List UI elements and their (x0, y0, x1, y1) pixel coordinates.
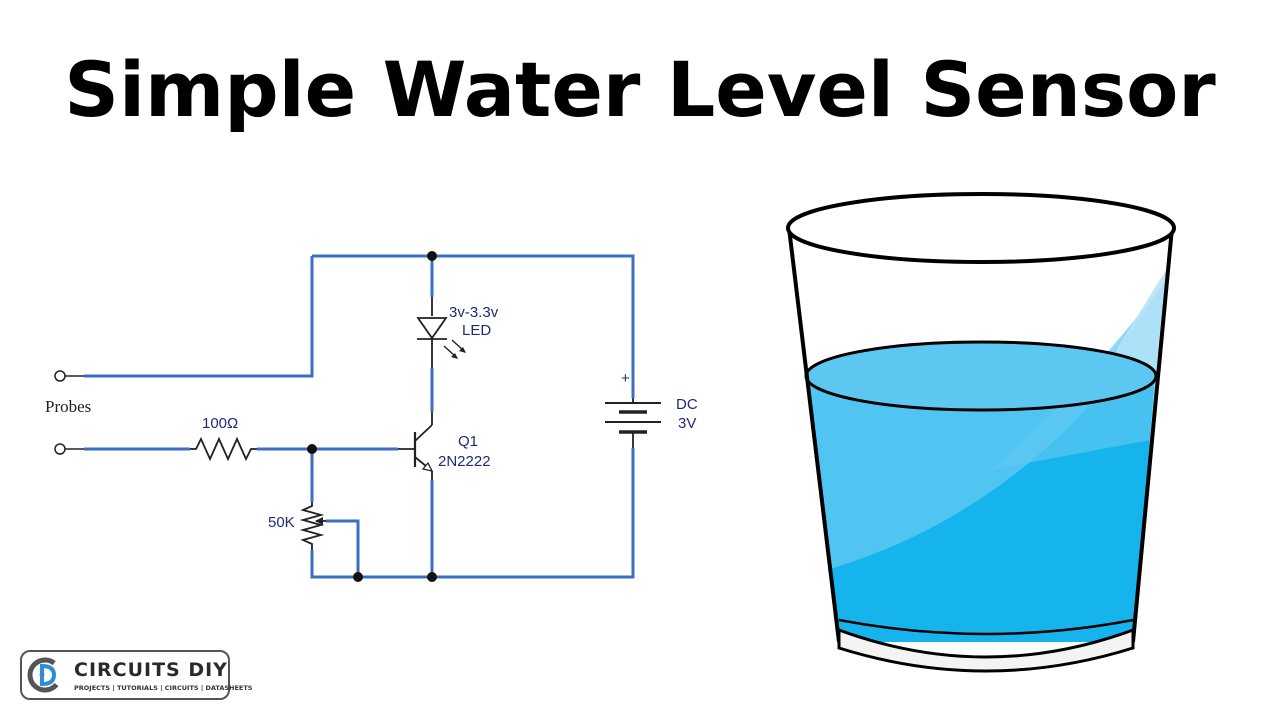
pot-wiper-arrow-icon (315, 517, 323, 525)
water-glass-illustration (786, 192, 1176, 673)
circuit-wires (84, 254, 635, 579)
battery-symbol (605, 398, 661, 448)
transistor-symbol (398, 412, 434, 480)
circuits-diy-logo-icon (27, 657, 63, 693)
battery-plus-label: + (621, 370, 630, 387)
junction-dot (353, 572, 363, 582)
transistor-model-label: 2N2222 (438, 453, 491, 470)
probe-terminal-2 (54, 443, 66, 455)
junction-dot (307, 444, 317, 454)
transistor-name-label: Q1 (458, 433, 478, 450)
glass-rim (786, 192, 1176, 264)
junction-dot (427, 572, 437, 582)
led-symbol (416, 297, 466, 368)
ground-wire (310, 448, 635, 579)
potentiometer-label: 50K (268, 514, 295, 531)
led-label: LED (462, 322, 491, 339)
battery-type-label: DC (676, 396, 698, 413)
led-voltage-label: 3v-3.3v (449, 304, 499, 321)
logo-name: CIRCUITS DIY (74, 659, 228, 681)
resistor-symbol (190, 436, 257, 462)
probe-terminal-1 (54, 370, 66, 382)
probe-1-wire (84, 256, 314, 378)
logo-tagline: PROJECTS | TUTORIALS | CIRCUITS | DATASH… (74, 684, 253, 692)
glass-base (837, 627, 1135, 673)
resistor-label: 100Ω (202, 415, 238, 432)
battery-voltage-label: 3V (678, 415, 696, 432)
junction-dot (427, 251, 437, 261)
brand-logo: CIRCUITS DIY PROJECTS | TUTORIALS | CIRC… (20, 650, 252, 700)
pot-wiper-wire (326, 519, 360, 577)
page-title: Simple Water Level Sensor (64, 45, 1216, 134)
water-surface (804, 340, 1158, 412)
potentiometer-symbol (299, 502, 325, 550)
probes-label: Probes (45, 397, 91, 416)
top-wire (312, 254, 635, 398)
junction-dots (307, 251, 437, 582)
